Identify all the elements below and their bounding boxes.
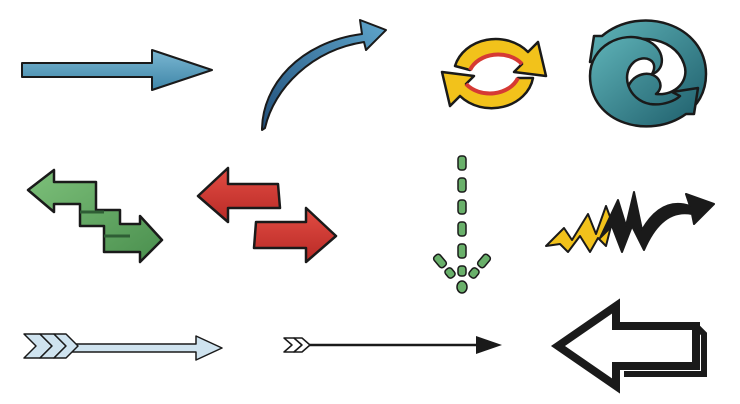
curved-arrow-up-right-icon [261,19,387,131]
refresh-cycle-icon [440,37,548,110]
opposite-arrows-icon [196,166,338,264]
outline-arrow-left-icon [550,298,707,394]
fletched-arrow-right-icon [23,333,223,361]
thin-fletched-arrow-right-icon [283,336,502,354]
zigzag-step-arrow-icon [26,168,164,264]
swirl-arrows-icon [588,19,708,128]
zigzag-lightning-arrow-icon [545,191,715,253]
straight-arrow-right-icon [21,49,213,91]
dashed-arrow-down-icon [432,155,492,294]
